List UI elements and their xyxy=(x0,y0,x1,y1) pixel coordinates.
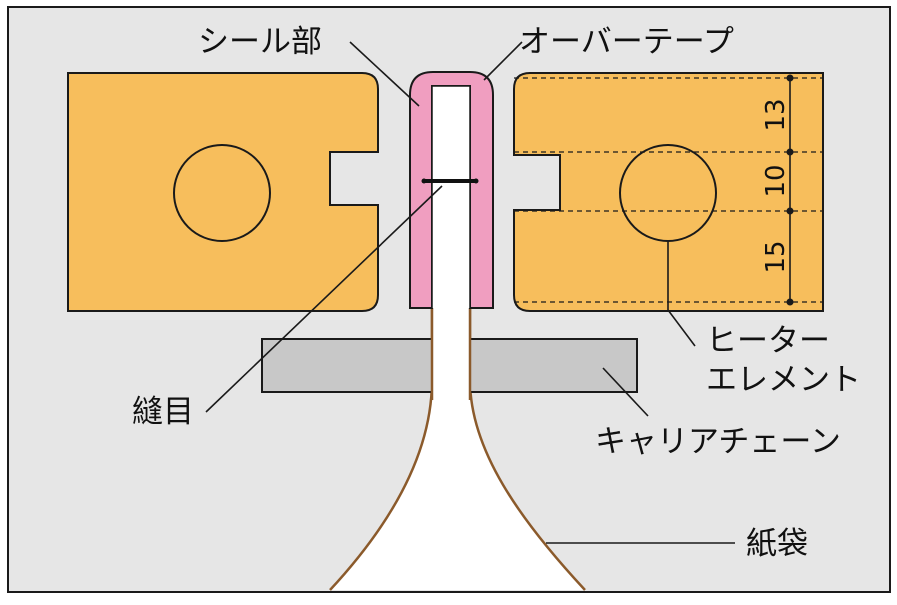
dim-dot-1 xyxy=(786,74,794,82)
dimension-middle: 10 xyxy=(761,164,791,197)
over-tape xyxy=(409,71,494,309)
label-seam: 縫目 xyxy=(132,394,194,430)
heater-element-right xyxy=(619,144,717,242)
label-seal-part: シール部 xyxy=(198,24,322,60)
heater-block-left xyxy=(67,72,379,312)
label-heater-element-1: ヒーター xyxy=(706,323,830,359)
heater-block-right xyxy=(513,72,824,312)
seam-end-left xyxy=(421,178,427,184)
leader-heater-element xyxy=(667,242,696,347)
label-over-tape: オーバーテープ xyxy=(519,24,734,60)
leader-seal-part xyxy=(349,41,420,107)
dim-dot-2 xyxy=(786,148,794,156)
label-heater-element-2: エレメント xyxy=(706,362,861,398)
paper-bag-top xyxy=(432,86,470,308)
dimension-top: 13 xyxy=(761,98,791,131)
leader-carrier-chain xyxy=(602,367,649,417)
leader-over-tape xyxy=(483,41,523,81)
dim-dot-4 xyxy=(786,298,794,306)
label-paper-bag: 紙袋 xyxy=(746,526,808,562)
dimension-bottom: 15 xyxy=(761,240,791,273)
dim-dot-3 xyxy=(786,207,794,215)
leader-seam xyxy=(205,185,443,413)
paper-bag-neck xyxy=(433,300,469,400)
seam-end-right xyxy=(473,178,479,184)
label-carrier-chain: キャリアチェーン xyxy=(595,424,841,460)
heater-element-left xyxy=(173,144,271,242)
